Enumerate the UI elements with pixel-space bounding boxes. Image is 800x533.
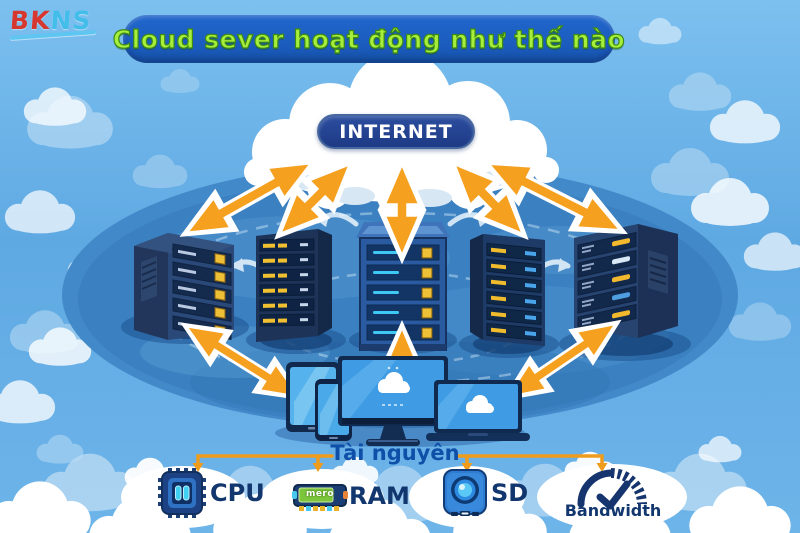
page-title: Cloud sever hoạt động như thế nào bbox=[112, 24, 626, 54]
resource-label-ram: RAM bbox=[349, 482, 410, 510]
resources-heading: Tài nguyên bbox=[330, 441, 460, 465]
server-rack-1 bbox=[134, 233, 234, 341]
resource-connector bbox=[192, 454, 608, 472]
cpu-chip-icon bbox=[158, 468, 206, 518]
server-device-arrows bbox=[180, 319, 622, 402]
storage-drive-icon bbox=[443, 469, 487, 516]
desktop-monitor bbox=[338, 356, 448, 446]
server-rack-2 bbox=[256, 229, 332, 342]
internet-label: INTERNET bbox=[339, 120, 453, 143]
internet-server-arrows bbox=[179, 155, 628, 265]
server-3-slots bbox=[366, 244, 440, 341]
cloud-icon bbox=[466, 395, 494, 413]
server-rack-4 bbox=[470, 234, 545, 346]
ram-chip-text: mero bbox=[305, 489, 335, 499]
server-5-slots bbox=[577, 231, 637, 332]
cloud-icon bbox=[378, 372, 410, 393]
server-2-slots bbox=[259, 238, 315, 327]
laptop bbox=[426, 380, 530, 441]
resource-label-sd: SD bbox=[491, 479, 529, 507]
client-devices bbox=[275, 356, 530, 447]
server-1-slots bbox=[172, 243, 232, 341]
title-banner: Cloud sever hoạt động như thế nào bbox=[112, 15, 625, 63]
bandwidth-gauge-icon bbox=[577, 468, 647, 510]
ram-module-icon bbox=[292, 484, 348, 511]
internet-label-pill: INTERNET bbox=[317, 114, 475, 149]
resource-label-cpu: CPU bbox=[210, 479, 265, 507]
logo-text-red: BK bbox=[8, 6, 52, 35]
server-rack-5 bbox=[574, 224, 678, 338]
resource-label-bandwidth: Bandwidth bbox=[564, 501, 662, 520]
server-4-slots bbox=[486, 242, 542, 342]
